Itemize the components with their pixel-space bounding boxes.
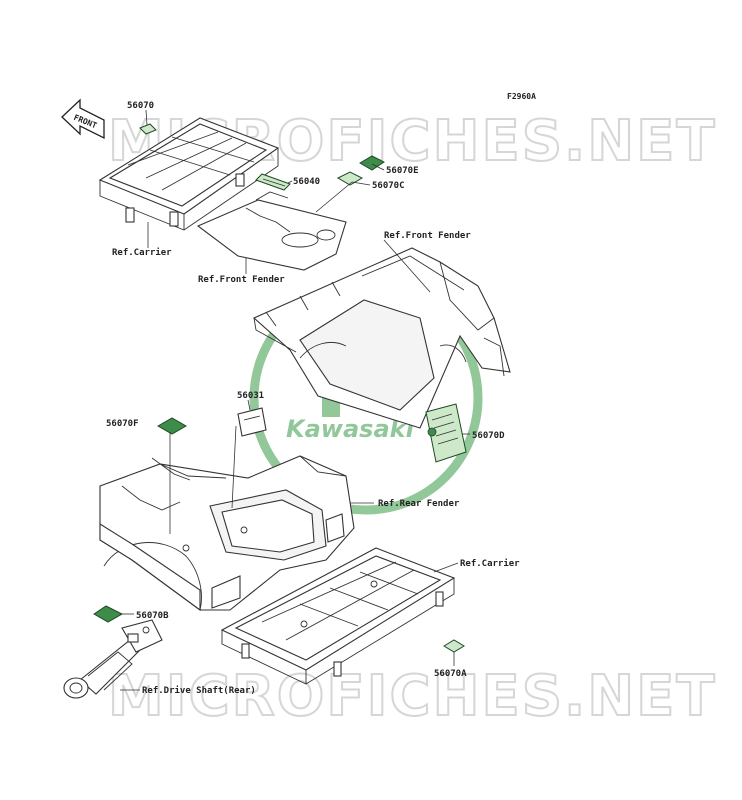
label-56040: 56040 bbox=[293, 177, 320, 187]
decal-56070C bbox=[336, 171, 364, 186]
front-carrier bbox=[98, 117, 280, 231]
label-56070D: 56070D bbox=[472, 431, 505, 441]
label-56070F: 56070F bbox=[106, 419, 139, 429]
label-ref-front-fender-1: Ref.Front Fender bbox=[384, 231, 471, 241]
label-56070: 56070 bbox=[127, 101, 154, 111]
front-fender bbox=[252, 247, 511, 429]
rear-drive-shaft bbox=[63, 619, 163, 699]
decal-56070A bbox=[443, 639, 465, 653]
label-56031: 56031 bbox=[237, 391, 264, 401]
label-56070B: 56070B bbox=[136, 611, 169, 621]
label-ref-carrier-rear: Ref.Carrier bbox=[460, 558, 520, 569]
rear-carrier bbox=[220, 547, 456, 685]
label-ref-front-fender-2: Ref.Front Fender bbox=[198, 275, 285, 285]
front-arrow-icon: FRONT bbox=[61, 98, 105, 140]
watermark-bottom: MICROFICHES.NET bbox=[108, 664, 717, 729]
decal-56070 bbox=[139, 123, 157, 135]
label-ref-drive-shaft: Ref.Drive Shaft(Rear) bbox=[142, 685, 256, 696]
label-ref-carrier-front: Ref.Carrier bbox=[112, 247, 172, 258]
label-56070A: 56070A bbox=[434, 669, 467, 679]
decal-56031 bbox=[237, 407, 267, 437]
front-fender-cover bbox=[196, 191, 347, 271]
label-56070C: 56070C bbox=[372, 181, 405, 191]
decal-56070E bbox=[359, 155, 385, 171]
decal-56070B bbox=[93, 605, 124, 623]
label-56070E: 56070E bbox=[386, 166, 419, 176]
figure-id: F2960A bbox=[507, 92, 536, 101]
rear-fender bbox=[99, 455, 355, 612]
label-ref-rear-fender: Ref.Rear Fender bbox=[378, 499, 460, 509]
decal-56070F bbox=[156, 417, 188, 435]
